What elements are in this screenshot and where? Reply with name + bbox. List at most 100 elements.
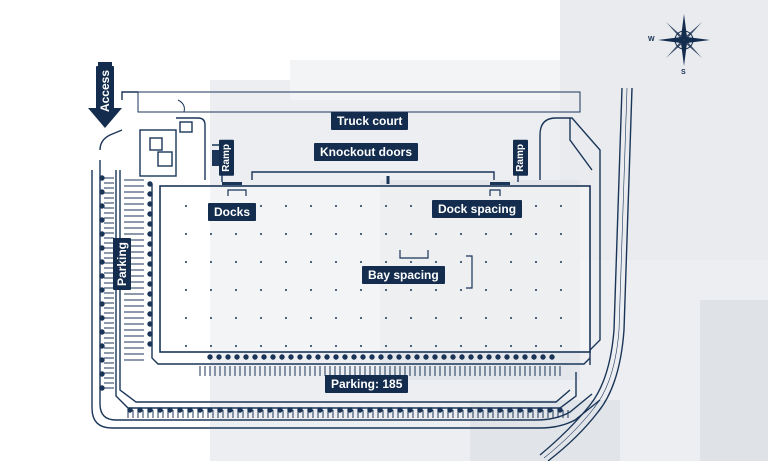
parking-stall-marker — [387, 407, 393, 413]
parking-stall-marker — [487, 407, 493, 413]
column-dot — [310, 261, 312, 263]
column-dot — [360, 289, 362, 291]
parking-stall-marker — [99, 231, 105, 237]
column-dot — [310, 289, 312, 291]
parking-stall-marker — [234, 354, 240, 360]
parking-stall-marker — [432, 354, 438, 360]
parking-stall-marker — [147, 211, 153, 217]
column-dot — [360, 317, 362, 319]
column-grid — [185, 205, 562, 347]
column-dot — [410, 289, 412, 291]
column-dot — [485, 233, 487, 235]
parking-stall-marker — [216, 354, 222, 360]
parking-stall-marker — [99, 245, 105, 251]
column-dot — [485, 289, 487, 291]
column-dot — [385, 261, 387, 263]
parking-stall-marker — [517, 407, 523, 413]
column-dot — [335, 205, 337, 207]
parking-stall-marker — [147, 241, 153, 247]
column-dot — [185, 205, 187, 207]
parking-stall-marker — [127, 407, 133, 413]
column-dot — [510, 261, 512, 263]
parking-stall-marker — [407, 407, 413, 413]
column-dot — [560, 233, 562, 235]
parking-stall-marker — [167, 407, 173, 413]
parking-stall-marker — [99, 343, 105, 349]
parking-stall-marker — [147, 181, 153, 187]
parking-stall-marker — [147, 407, 153, 413]
column-dot — [360, 261, 362, 263]
column-dot — [260, 345, 262, 347]
parking-stall-marker — [243, 354, 249, 360]
column-dot — [385, 345, 387, 347]
parking-stall-marker — [495, 354, 501, 360]
parking-stall-marker — [217, 407, 223, 413]
parking-stall-marker — [497, 407, 503, 413]
parking-stall-marker — [99, 217, 105, 223]
column-dot — [385, 289, 387, 291]
parking-stall-marker — [315, 354, 321, 360]
parking-stalls — [99, 175, 569, 418]
column-dot — [185, 261, 187, 263]
column-dot — [210, 261, 212, 263]
parking-stall-marker — [507, 407, 513, 413]
column-dot — [560, 317, 562, 319]
dock-spacing-label: Dock spacing — [432, 200, 523, 218]
column-dot — [235, 317, 237, 319]
parking-stall-marker — [486, 354, 492, 360]
parking-stall-marker — [367, 407, 373, 413]
column-dot — [185, 233, 187, 235]
parking-stall-marker — [207, 354, 213, 360]
parking-stall-marker — [378, 354, 384, 360]
parking-stall-marker — [387, 354, 393, 360]
parking-stall-marker — [351, 354, 357, 360]
parking-stall-marker — [317, 407, 323, 413]
column-dot — [285, 205, 287, 207]
column-dot — [385, 233, 387, 235]
parking-stall-marker — [237, 407, 243, 413]
parking-stall-marker — [504, 354, 510, 360]
column-dot — [285, 317, 287, 319]
column-dot — [260, 289, 262, 291]
parking-stall-marker — [187, 407, 193, 413]
parking-stall-marker — [477, 354, 483, 360]
parking-stall-marker — [324, 354, 330, 360]
column-dot — [460, 317, 462, 319]
column-dot — [285, 289, 287, 291]
parking-stall-marker — [547, 407, 553, 413]
parking-stall-marker — [147, 341, 153, 347]
parking-stall-marker — [147, 271, 153, 277]
column-dot — [310, 205, 312, 207]
parking-stall-marker — [288, 354, 294, 360]
parking-stall-marker — [459, 354, 465, 360]
column-dot — [535, 205, 537, 207]
column-dot — [335, 233, 337, 235]
column-dot — [360, 233, 362, 235]
column-dot — [535, 289, 537, 291]
parking-stall-marker — [147, 251, 153, 257]
spacing-brackets — [227, 189, 501, 289]
bay-spacing-label: Bay spacing — [362, 266, 445, 284]
parking-stall-marker — [477, 407, 483, 413]
parking-stall-marker — [360, 354, 366, 360]
parking-stall-marker — [177, 407, 183, 413]
column-dot — [260, 261, 262, 263]
column-dot — [535, 317, 537, 319]
parking-stall-marker — [99, 259, 105, 265]
parking-stall-marker — [437, 407, 443, 413]
column-dot — [335, 317, 337, 319]
column-dot — [210, 233, 212, 235]
parking-stall-marker — [147, 281, 153, 287]
parking-stall-marker — [147, 331, 153, 337]
column-dot — [460, 289, 462, 291]
parking-stall-marker — [287, 407, 293, 413]
parking-stall-marker — [357, 407, 363, 413]
parking-stall-marker — [369, 354, 375, 360]
parking-stall-marker — [297, 354, 303, 360]
parking-stall-marker — [397, 407, 403, 413]
parking-stall-marker — [99, 203, 105, 209]
parking-stall-marker — [513, 354, 519, 360]
parking-stall-marker — [99, 315, 105, 321]
parking-stall-marker — [99, 301, 105, 307]
